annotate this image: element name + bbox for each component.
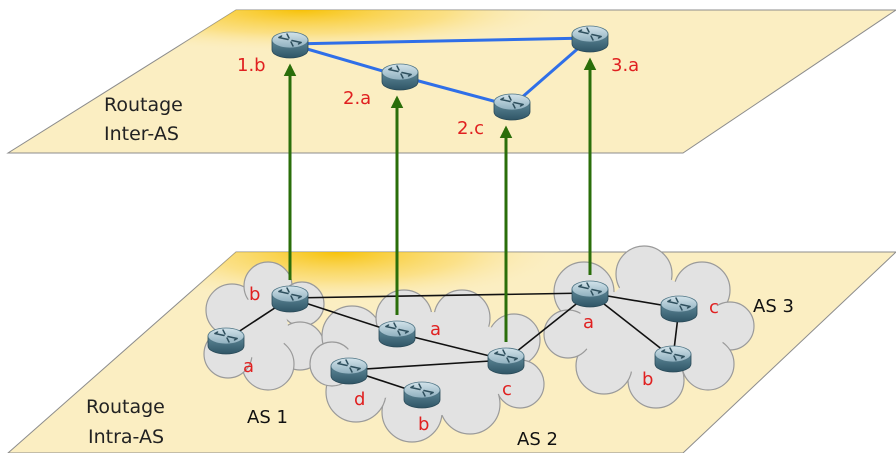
router-label-as3-b: b xyxy=(642,369,653,390)
router-icon-as2-b xyxy=(403,381,441,409)
router-label-3a: 3.a xyxy=(611,55,639,76)
router-label-as2-b: b xyxy=(418,414,429,435)
router-icon-2a xyxy=(381,63,419,91)
router-icon-as3-b xyxy=(654,345,692,373)
router-icon-3a xyxy=(571,25,609,53)
as3-label: AS 3 xyxy=(753,296,794,317)
intra-link-as1-b-as3-a xyxy=(289,292,591,299)
inter-as-plane-label-line1: Routage xyxy=(104,94,183,116)
router-icon-1b xyxy=(271,31,309,59)
router-icon-2c xyxy=(493,93,531,121)
router-label-as3-c: c xyxy=(709,297,719,318)
router-label-as1-a: a xyxy=(243,356,254,377)
inter-link-1b-3a xyxy=(289,36,591,46)
router-label-as2-a: a xyxy=(430,319,441,340)
router-icon-as2-d xyxy=(330,357,368,385)
router-icon-as2-c xyxy=(487,347,525,375)
router-labels: 1.b 2.a 2.c 3.a b a a d b c a c b xyxy=(237,55,719,435)
intra-link-as2-d-as2-c xyxy=(348,359,507,371)
router-label-as2-d: d xyxy=(354,389,365,410)
as1-label: AS 1 xyxy=(247,407,288,428)
inter-as-plane: Routage Inter-AS xyxy=(6,9,896,154)
router-label-2c: 2.c xyxy=(457,118,484,139)
inter-link-2a-2c xyxy=(399,74,513,108)
router-icon-as3-c xyxy=(660,295,698,323)
router-icon-as3-a xyxy=(571,280,609,308)
router-icon-as1-b xyxy=(271,285,309,313)
router-label-as1-b: b xyxy=(249,284,260,305)
router-icon-as1-a xyxy=(207,327,245,355)
router-label-1b: 1.b xyxy=(237,55,266,76)
intra-as-plane-label-line2: Intra-AS xyxy=(88,426,164,448)
inter-as-plane-highlight xyxy=(8,10,896,153)
router-icon-as2-a xyxy=(378,320,416,348)
mapping-arrows xyxy=(283,57,597,342)
as2-label: AS 2 xyxy=(517,429,558,450)
intra-as-plane-label-line1: Routage xyxy=(86,396,165,418)
router-label-as2-c: c xyxy=(502,379,512,400)
router-label-2a: 2.a xyxy=(343,88,371,109)
router-label-as3-a: a xyxy=(583,312,594,333)
inter-as-plane-label-line2: Inter-AS xyxy=(104,123,179,145)
